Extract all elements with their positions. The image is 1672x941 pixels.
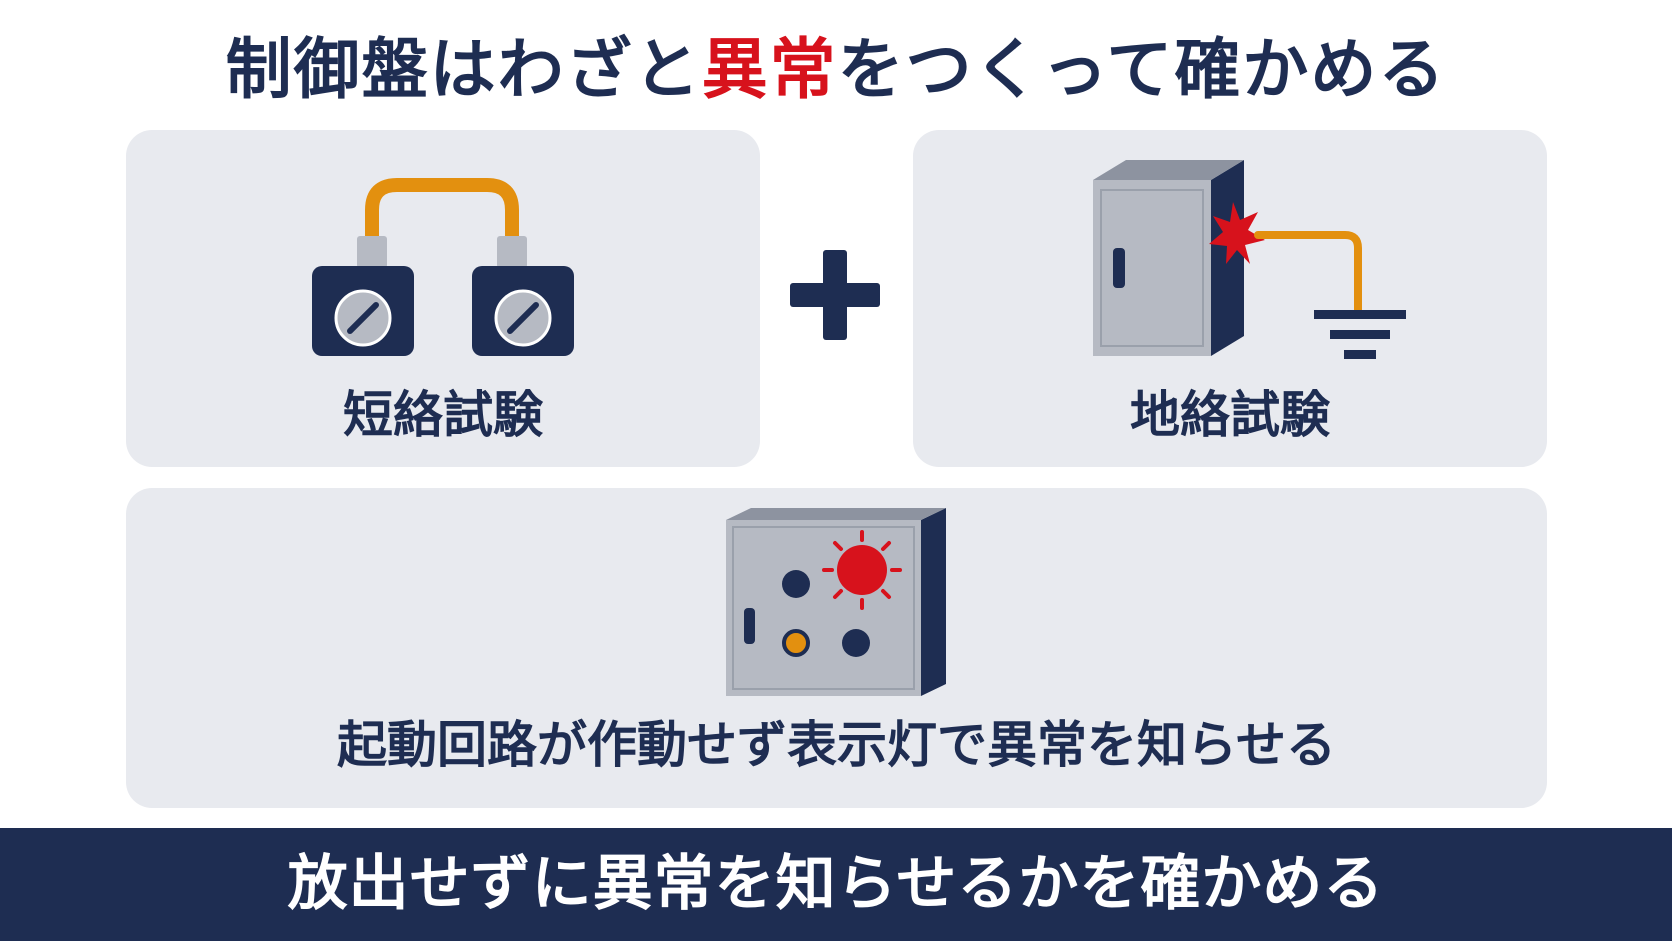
cabinet-handle-icon <box>1113 248 1125 288</box>
cabinet-front <box>1093 180 1211 356</box>
ground-fault-label: 地絡試験 <box>1130 386 1330 444</box>
panel-handle-icon <box>744 608 755 644</box>
right-lug <box>497 236 527 268</box>
control-panel-alarm-icon <box>726 508 946 696</box>
jumper-terminals-icon <box>312 178 574 356</box>
ground-wire <box>1254 231 1362 314</box>
ground-symbol-icon <box>1314 310 1406 359</box>
spark-icon <box>1209 202 1265 264</box>
lamp-orange <box>782 629 810 657</box>
short-circuit-label: 短絡試験 <box>343 386 543 444</box>
short-circuit-card: 短絡試験 <box>126 130 760 467</box>
panel-alarm-label: 起動回路が作動せず表示灯で異常を知らせる <box>337 716 1336 774</box>
left-lug <box>357 236 387 268</box>
jumper-wire <box>365 178 519 247</box>
lamp-navy-2 <box>842 629 870 657</box>
panel-front <box>726 520 921 696</box>
cabinet-ground-fault-icon <box>1093 160 1406 359</box>
panel-side <box>921 508 946 696</box>
panel-alarm-card: 起動回路が作動せず表示灯で異常を知らせる <box>126 488 1547 808</box>
cabinet-top <box>1093 160 1244 180</box>
panel-top <box>726 508 946 520</box>
ground-fault-card: 地絡試験 <box>913 130 1547 467</box>
lamp-navy-1 <box>782 570 810 598</box>
title-highlight: 異常 <box>701 31 838 108</box>
plus-icon <box>790 250 880 340</box>
title-part-2: をつくって確かめる <box>837 31 1447 108</box>
alarm-lamp-icon <box>822 530 902 610</box>
page-title: 制御盤はわざと異常をつくって確かめる <box>0 20 1672 120</box>
footer-banner: 放出せずに異常を知らせるかを確かめる <box>0 828 1672 941</box>
title-part-1: 制御盤はわざと <box>225 31 702 108</box>
footer-text: 放出せずに異常を知らせるかを確かめる <box>287 849 1385 919</box>
